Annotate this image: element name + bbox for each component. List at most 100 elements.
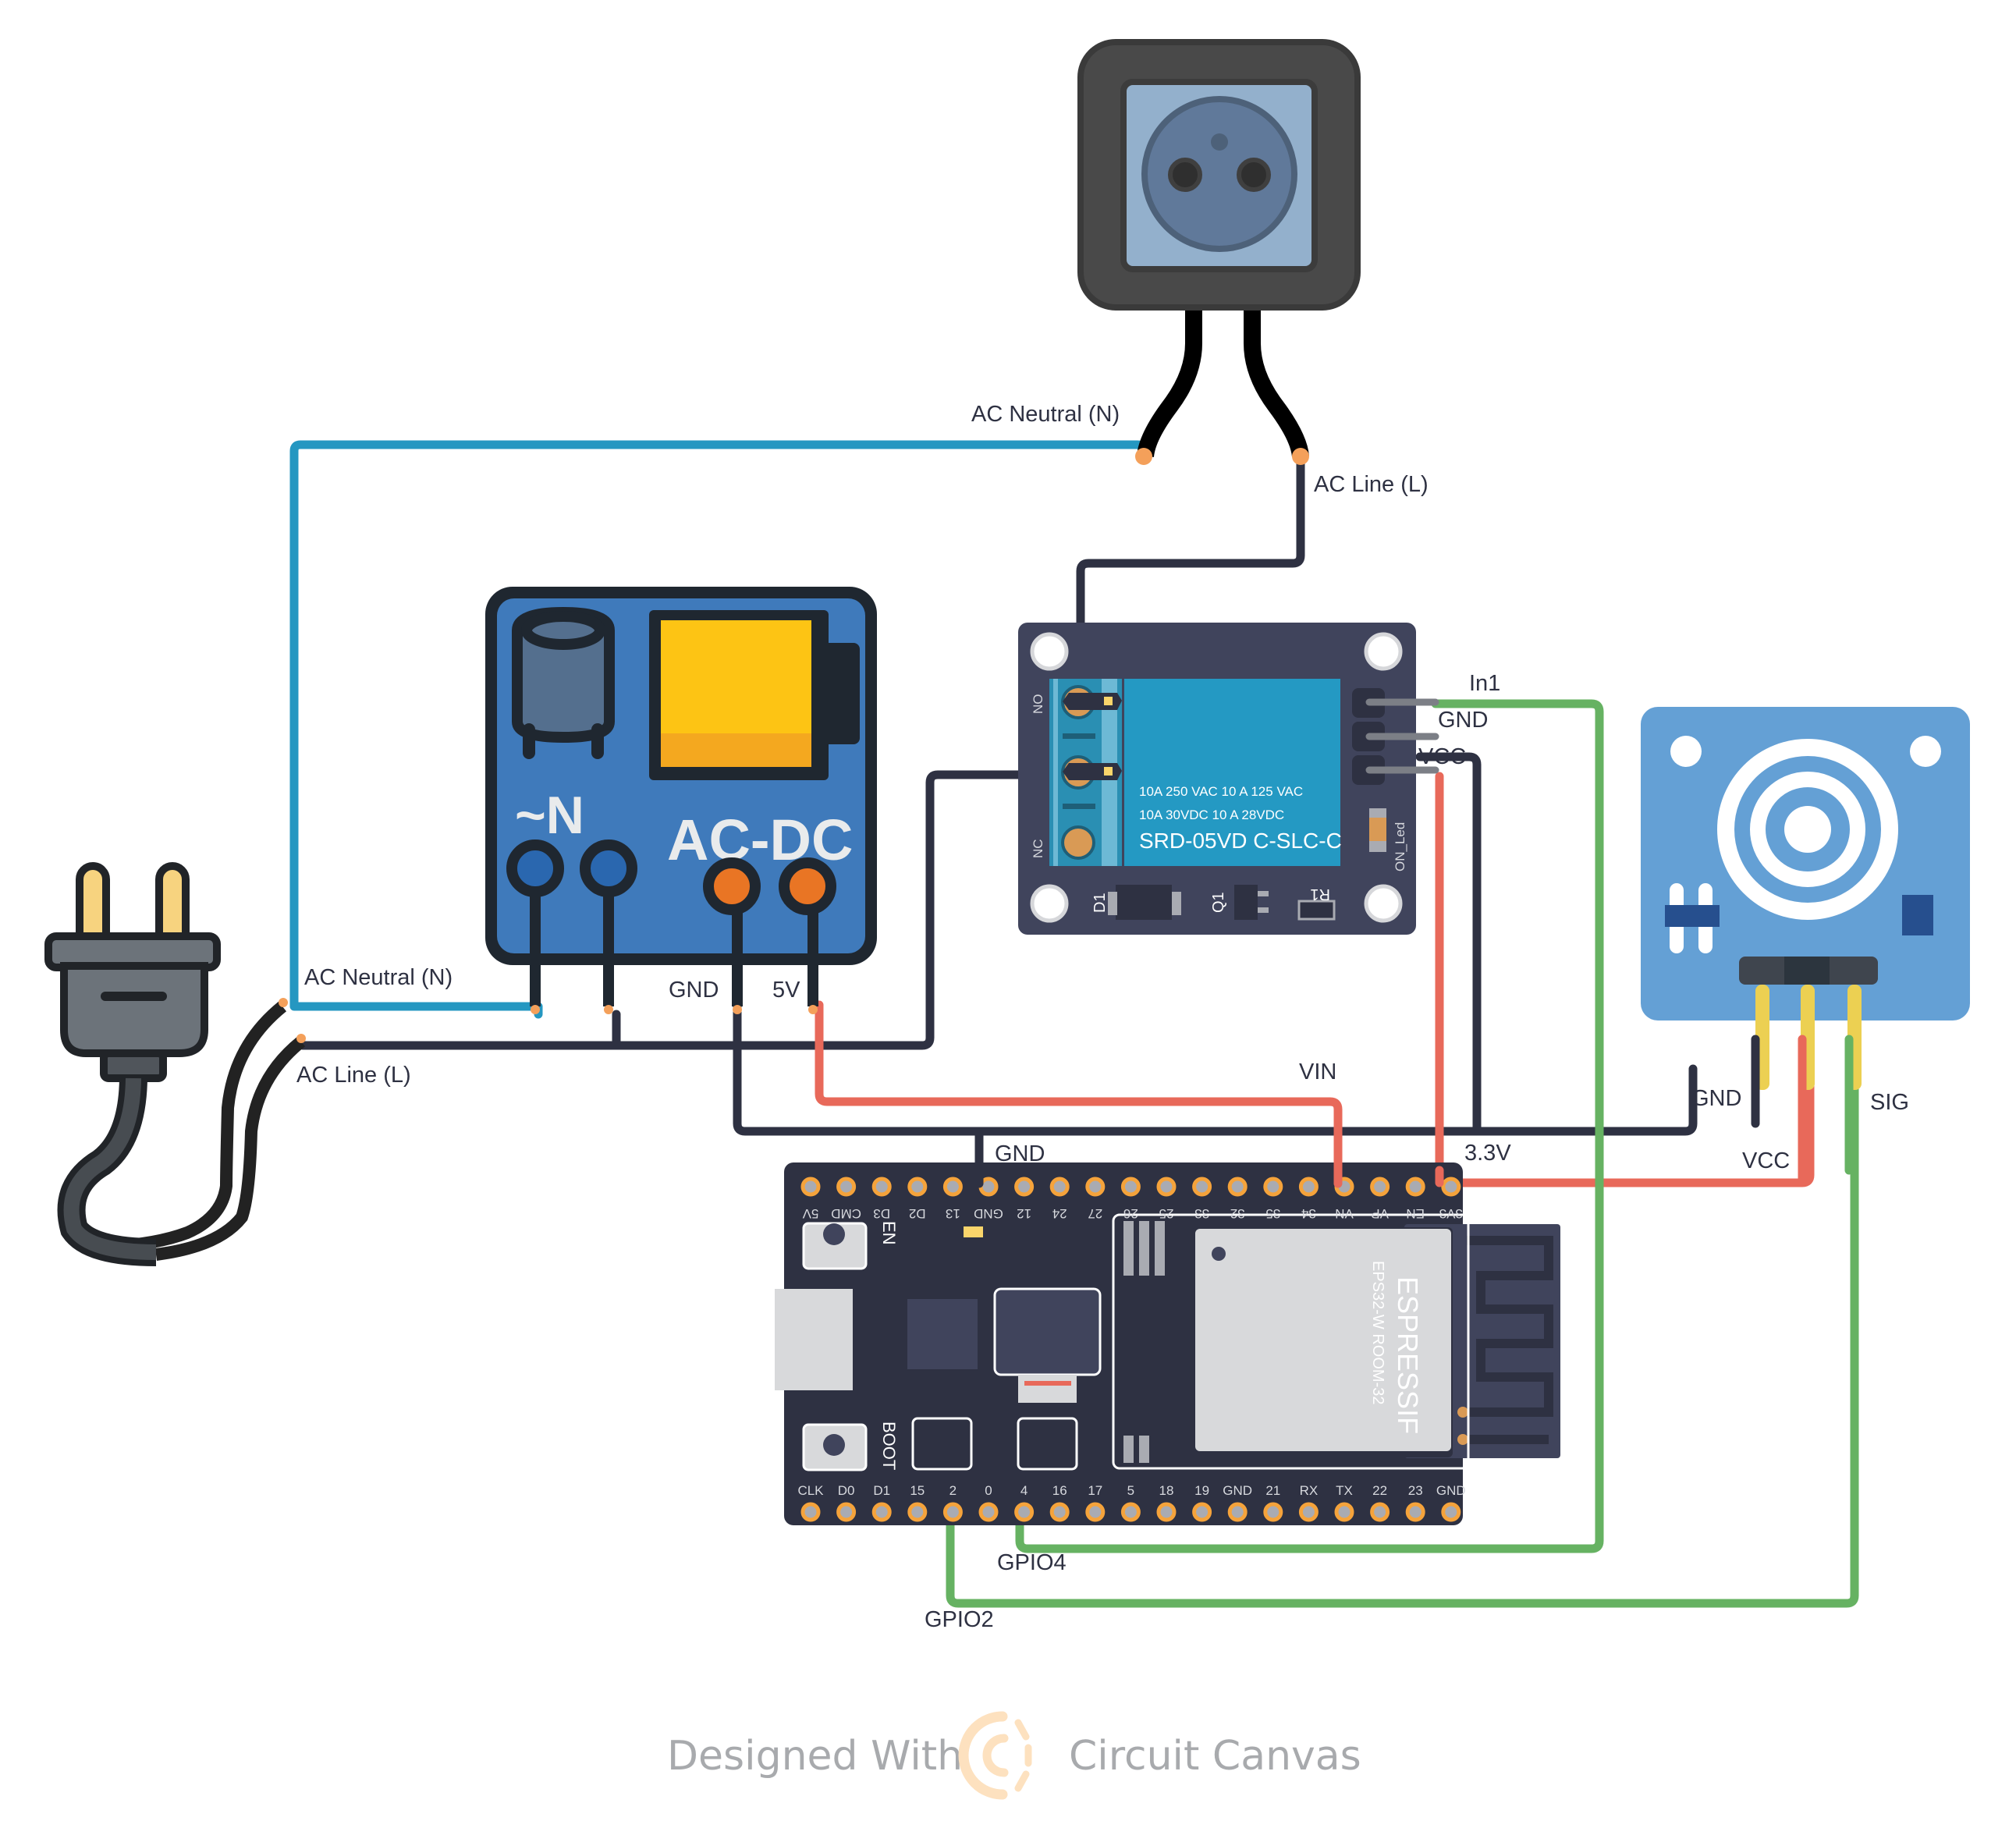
esp32-pin-3v3[interactable]: 3V3 xyxy=(1439,1177,1463,1221)
esp32-pin-label: EN xyxy=(1406,1206,1425,1221)
wire-gpio2-sig xyxy=(946,1069,1859,1608)
esp32-board: ESPRESSIF EPS32-W ROOM-32 EN BOOT xyxy=(775,1162,1560,1525)
esp32-module-brand: ESPRESSIF xyxy=(1392,1276,1424,1434)
relay-terminal-nc: NC xyxy=(1031,839,1045,858)
esp32-pin-15[interactable]: 15 xyxy=(907,1483,928,1522)
esp32-pin-gnd[interactable]: GND xyxy=(1436,1483,1466,1522)
esp32-pin-label: 35 xyxy=(1265,1206,1280,1221)
esp32-pin-gnd[interactable]: GND xyxy=(974,1177,1003,1221)
plug-body xyxy=(60,962,208,1057)
circuit-canvas-logo-icon xyxy=(958,1711,1032,1800)
esp32-pin-27[interactable]: 27 xyxy=(1085,1177,1106,1221)
wire-gpio4-in1 xyxy=(1015,699,1604,1553)
esp32-pin-label: CLK xyxy=(797,1483,824,1498)
esp32-pin-32[interactable]: 32 xyxy=(1227,1177,1248,1221)
esp32-pin-2[interactable]: 2 xyxy=(942,1483,963,1522)
esp32-pin-24[interactable]: 24 xyxy=(1049,1177,1070,1221)
esp32-pin-0[interactable]: 0 xyxy=(978,1483,999,1522)
esp32-pin-clk[interactable]: CLK xyxy=(797,1483,824,1522)
esp32-pin-label: D0 xyxy=(838,1483,855,1498)
wire-labels: AC Neutral (N) AC Line (L) AC Neutral (N… xyxy=(296,402,1909,1632)
esp32-pin-label: D3 xyxy=(873,1206,890,1221)
esp32-pin-label: 2 xyxy=(949,1483,957,1498)
esp32-pin-16[interactable]: 16 xyxy=(1049,1483,1070,1522)
acdc-symbol: ~N xyxy=(515,786,584,845)
esp32-pin-5v[interactable]: 5V xyxy=(800,1177,821,1221)
esp32-pin-34[interactable]: 34 xyxy=(1298,1177,1319,1221)
esp32-pin-22[interactable]: 22 xyxy=(1370,1483,1390,1522)
label-acdc-gnd: GND xyxy=(669,978,719,1003)
esp32-pin-12[interactable]: 12 xyxy=(1014,1177,1035,1221)
esp32-pin-5[interactable]: 5 xyxy=(1120,1483,1141,1522)
esp32-pin-35[interactable]: 35 xyxy=(1263,1177,1283,1221)
esp32-pin-rx[interactable]: RX xyxy=(1298,1483,1319,1522)
relay-r1: R1 xyxy=(1310,886,1330,903)
esp32-pin-label: 25 xyxy=(1159,1206,1174,1221)
esp32-pin-33[interactable]: 33 xyxy=(1192,1177,1212,1221)
wire-line-socket-relay xyxy=(1076,456,1305,707)
esp32-pin-19[interactable]: 19 xyxy=(1192,1483,1212,1522)
esp32-pin-label: 12 xyxy=(1017,1206,1031,1221)
esp32-pin-21[interactable]: 21 xyxy=(1263,1483,1283,1522)
label-plug-neutral: AC Neutral (N) xyxy=(304,965,453,990)
relay-led-label: ON_Led xyxy=(1393,822,1407,871)
footer-prefix: Designed With xyxy=(667,1733,963,1780)
esp32-pin-label: D1 xyxy=(873,1483,890,1498)
socket-cable-neutral xyxy=(1137,304,1202,458)
esp32-pin-23[interactable]: 23 xyxy=(1405,1483,1425,1522)
esp32-pin-vp[interactable]: VP xyxy=(1370,1177,1390,1221)
esp32-pin-en[interactable]: EN xyxy=(1405,1177,1425,1221)
esp32-pin-gnd[interactable]: GND xyxy=(1223,1483,1252,1522)
label-sensor-gnd: GND xyxy=(1691,1086,1741,1111)
acdc-label: AC-DC xyxy=(667,808,853,872)
ac-plug xyxy=(44,862,306,1266)
esp32-pin-label: GND xyxy=(1223,1483,1252,1498)
esp32-pin-25[interactable]: 25 xyxy=(1156,1177,1177,1221)
esp32-pin-cmd[interactable]: CMD xyxy=(831,1177,861,1221)
esp32-pin-label: VP xyxy=(1371,1206,1389,1221)
esp32-pin-13[interactable]: 13 xyxy=(942,1177,963,1221)
relay-rating-2: 10A 30VDC 10 A 28VDC xyxy=(1139,808,1284,822)
label-gpio4: GPIO4 xyxy=(997,1550,1067,1575)
acdc-module: ~N AC-DC xyxy=(485,587,877,1014)
esp32-pin-label: GND xyxy=(1436,1483,1466,1498)
esp32-module-model: EPS32-W ROOM-32 xyxy=(1369,1261,1386,1404)
esp32-pin-label: 34 xyxy=(1301,1206,1316,1221)
esp32-pin-d0[interactable]: D0 xyxy=(836,1483,857,1522)
esp32-pin-label: 13 xyxy=(946,1206,960,1221)
esp32-pin-d1[interactable]: D1 xyxy=(871,1483,892,1522)
esp32-pin-d3[interactable]: D3 xyxy=(871,1177,892,1221)
esp32-pin-d2[interactable]: D2 xyxy=(907,1177,928,1221)
esp32-pin-label: 32 xyxy=(1230,1206,1245,1221)
label-relay-in1: In1 xyxy=(1469,671,1500,696)
esp32-pin-label: 3V3 xyxy=(1439,1206,1463,1221)
label-3v3: 3.3V xyxy=(1464,1141,1511,1166)
esp32-pin-label: 18 xyxy=(1159,1483,1174,1498)
esp32-pin-label: 26 xyxy=(1123,1206,1138,1221)
plug-wire-line xyxy=(155,1036,306,1261)
esp32-pin-tx[interactable]: TX xyxy=(1334,1483,1354,1522)
esp32-pin-label: 15 xyxy=(910,1483,925,1498)
touch-sensor xyxy=(1641,707,1970,1090)
plug-cable xyxy=(57,1077,157,1266)
relay-d1: D1 xyxy=(1091,893,1109,913)
label-socket-neutral: AC Neutral (N) xyxy=(971,402,1120,427)
label-plug-line: AC Line (L) xyxy=(296,1063,411,1088)
socket-ground-hole xyxy=(1211,133,1228,151)
esp32-module-pads xyxy=(1123,1221,1165,1463)
plug-wire-neutral xyxy=(108,1001,287,1253)
label-esp-gnd: GND xyxy=(995,1141,1045,1166)
esp32-pin-label: 21 xyxy=(1265,1483,1280,1498)
esp32-pin-label: RX xyxy=(1300,1483,1319,1498)
relay-rating-1: 10A 250 VAC 10 A 125 VAC xyxy=(1139,784,1303,799)
esp32-pin-4[interactable]: 4 xyxy=(1014,1483,1035,1522)
esp32-pin-label: D2 xyxy=(909,1206,926,1221)
esp32-pin-26[interactable]: 26 xyxy=(1120,1177,1141,1221)
esp32-pin-label: 5 xyxy=(1127,1483,1134,1498)
esp32-pin-18[interactable]: 18 xyxy=(1156,1483,1177,1522)
label-acdc-5v: 5V xyxy=(772,978,800,1003)
esp32-pin-17[interactable]: 17 xyxy=(1085,1483,1106,1522)
